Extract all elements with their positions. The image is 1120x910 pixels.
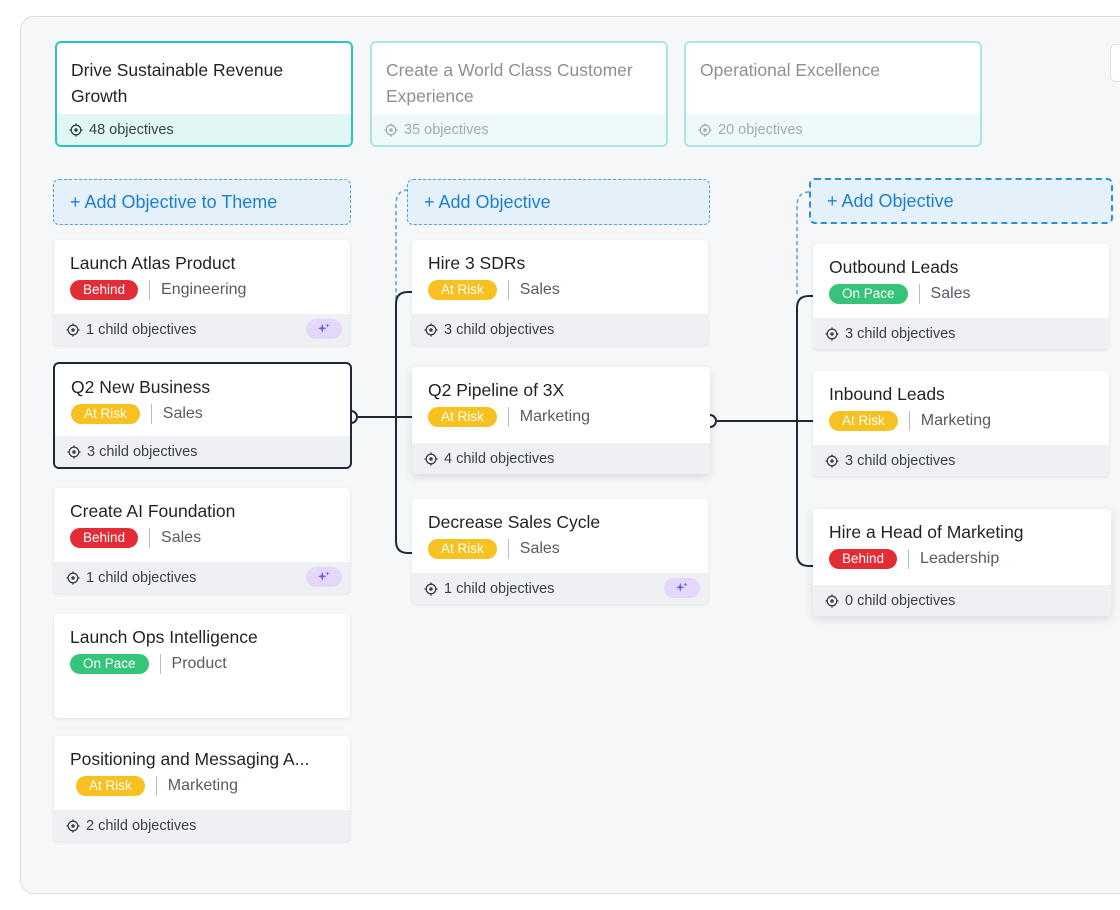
theme-objective-count: 20 objectives bbox=[718, 121, 803, 138]
theme-objective-count: 35 objectives bbox=[404, 121, 489, 138]
divider bbox=[159, 654, 161, 674]
child-objectives-count: 1 child objectives bbox=[86, 569, 197, 586]
objective-card[interactable]: Launch Atlas Product Behind Engineering … bbox=[54, 240, 350, 345]
status-badge: At Risk bbox=[428, 539, 497, 559]
status-badge: At Risk bbox=[829, 411, 898, 431]
sparkle-icon bbox=[317, 571, 330, 581]
divider bbox=[150, 404, 152, 424]
objective-card-selected[interactable]: Q2 New Business At Risk Sales 3 child ob… bbox=[53, 362, 352, 469]
department-label: Marketing bbox=[519, 408, 591, 425]
child-objectives-count: 3 child objectives bbox=[444, 321, 555, 338]
sparkle-icon bbox=[675, 582, 688, 592]
objective-title: Create AI Foundation bbox=[70, 501, 236, 521]
theme-card-revenue[interactable]: Drive Sustainable Revenue Growth 48 obje… bbox=[55, 41, 353, 147]
child-objectives-count: 3 child objectives bbox=[845, 325, 956, 342]
divider bbox=[507, 539, 509, 559]
add-objective-button[interactable]: + Add Objective bbox=[407, 179, 710, 225]
divider bbox=[155, 776, 157, 796]
objective-title: Q2 New Business bbox=[71, 377, 211, 397]
divider bbox=[507, 407, 509, 427]
status-badge: Behind bbox=[70, 280, 139, 300]
status-badge: On Pace bbox=[829, 284, 908, 304]
objective-card[interactable]: Hire a Head of Marketing Behind Leadersh… bbox=[813, 509, 1111, 616]
department-label: Leadership bbox=[920, 550, 1000, 567]
child-objectives-count: 2 child objectives bbox=[86, 817, 197, 834]
target-icon bbox=[384, 122, 398, 137]
target-icon bbox=[825, 326, 839, 341]
child-objectives-count: 1 child objectives bbox=[86, 321, 197, 338]
child-objectives-count: 0 child objectives bbox=[845, 592, 956, 609]
divider bbox=[149, 528, 151, 548]
status-badge: At Risk bbox=[428, 280, 497, 300]
theme-title: Operational Excellence bbox=[700, 60, 880, 80]
target-icon bbox=[66, 322, 80, 337]
sparkle-icon bbox=[317, 323, 330, 333]
status-badge: On Pace bbox=[70, 654, 149, 674]
target-icon bbox=[825, 593, 839, 608]
objective-title: Inbound Leads bbox=[829, 384, 945, 404]
status-badge: At Risk bbox=[71, 404, 140, 424]
department-label: Sales bbox=[519, 540, 560, 557]
theme-card-customer[interactable]: Create a World Class Customer Experience… bbox=[370, 41, 668, 147]
objective-card[interactable]: Outbound Leads On Pace Sales 3 child obj… bbox=[813, 244, 1109, 349]
status-badge: At Risk bbox=[428, 407, 497, 427]
target-icon bbox=[66, 570, 80, 585]
theme-card-operational[interactable]: Operational Excellence 20 objectives bbox=[684, 41, 982, 147]
department-label: Sales bbox=[519, 281, 560, 298]
objective-title: Launch Ops Intelligence bbox=[70, 627, 258, 647]
department-label: Product bbox=[171, 655, 227, 672]
divider bbox=[908, 549, 910, 569]
divider bbox=[507, 280, 509, 300]
objective-card[interactable]: Inbound Leads At Risk Marketing 3 child … bbox=[813, 371, 1109, 476]
objective-title: Outbound Leads bbox=[829, 257, 959, 277]
department-label: Sales bbox=[162, 405, 203, 422]
objective-card[interactable]: Launch Ops Intelligence On Pace Product bbox=[54, 614, 350, 718]
add-objective-button[interactable]: + Add Objective bbox=[809, 178, 1113, 224]
child-objectives-count: 3 child objectives bbox=[845, 452, 956, 469]
target-icon bbox=[66, 818, 80, 833]
theme-title: Create a World Class Customer Experience bbox=[386, 60, 633, 106]
add-objective-to-theme-button[interactable]: + Add Objective to Theme bbox=[53, 179, 351, 225]
ai-sparkle-button[interactable] bbox=[306, 319, 342, 339]
objective-card[interactable]: Positioning and Messaging A... At Risk M… bbox=[54, 736, 350, 841]
objective-title: Launch Atlas Product bbox=[70, 253, 236, 273]
target-icon bbox=[424, 451, 438, 466]
objective-title: Hire a Head of Marketing bbox=[829, 522, 1024, 542]
objective-card-expanded[interactable]: Q2 Pipeline of 3X At Risk Marketing 4 ch… bbox=[412, 367, 710, 474]
child-objectives-count: 1 child objectives bbox=[444, 580, 555, 597]
target-icon bbox=[69, 122, 83, 137]
status-badge: At Risk bbox=[76, 776, 145, 796]
department-label: Engineering bbox=[161, 281, 247, 298]
ai-sparkle-button[interactable] bbox=[664, 578, 700, 598]
status-badge: Behind bbox=[70, 528, 139, 548]
department-label: Marketing bbox=[167, 777, 239, 794]
status-badge: Behind bbox=[829, 549, 898, 569]
panel-edge-handle[interactable] bbox=[1110, 44, 1120, 82]
theme-objective-count: 48 objectives bbox=[89, 121, 174, 138]
theme-title: Drive Sustainable Revenue Growth bbox=[71, 60, 284, 106]
objective-card[interactable]: Hire 3 SDRs At Risk Sales 3 child object… bbox=[412, 240, 708, 345]
target-icon bbox=[424, 322, 438, 337]
divider bbox=[918, 284, 920, 304]
target-icon bbox=[698, 122, 712, 137]
target-icon bbox=[67, 444, 81, 459]
objective-title: Hire 3 SDRs bbox=[428, 253, 526, 273]
objective-title: Decrease Sales Cycle bbox=[428, 512, 601, 532]
target-icon bbox=[825, 453, 839, 468]
objective-card[interactable]: Decrease Sales Cycle At Risk Sales 1 chi… bbox=[412, 499, 708, 604]
divider bbox=[149, 280, 151, 300]
child-objectives-count: 4 child objectives bbox=[444, 450, 555, 467]
child-objectives-count: 3 child objectives bbox=[87, 443, 198, 460]
target-icon bbox=[424, 581, 438, 596]
department-label: Marketing bbox=[920, 412, 992, 429]
objective-card[interactable]: Create AI Foundation Behind Sales 1 chil… bbox=[54, 488, 350, 593]
divider bbox=[908, 411, 910, 431]
department-label: Sales bbox=[161, 529, 202, 546]
ai-sparkle-button[interactable] bbox=[306, 567, 342, 587]
objective-title: Positioning and Messaging A... bbox=[70, 749, 310, 769]
objective-title: Q2 Pipeline of 3X bbox=[428, 380, 565, 400]
department-label: Sales bbox=[930, 285, 971, 302]
